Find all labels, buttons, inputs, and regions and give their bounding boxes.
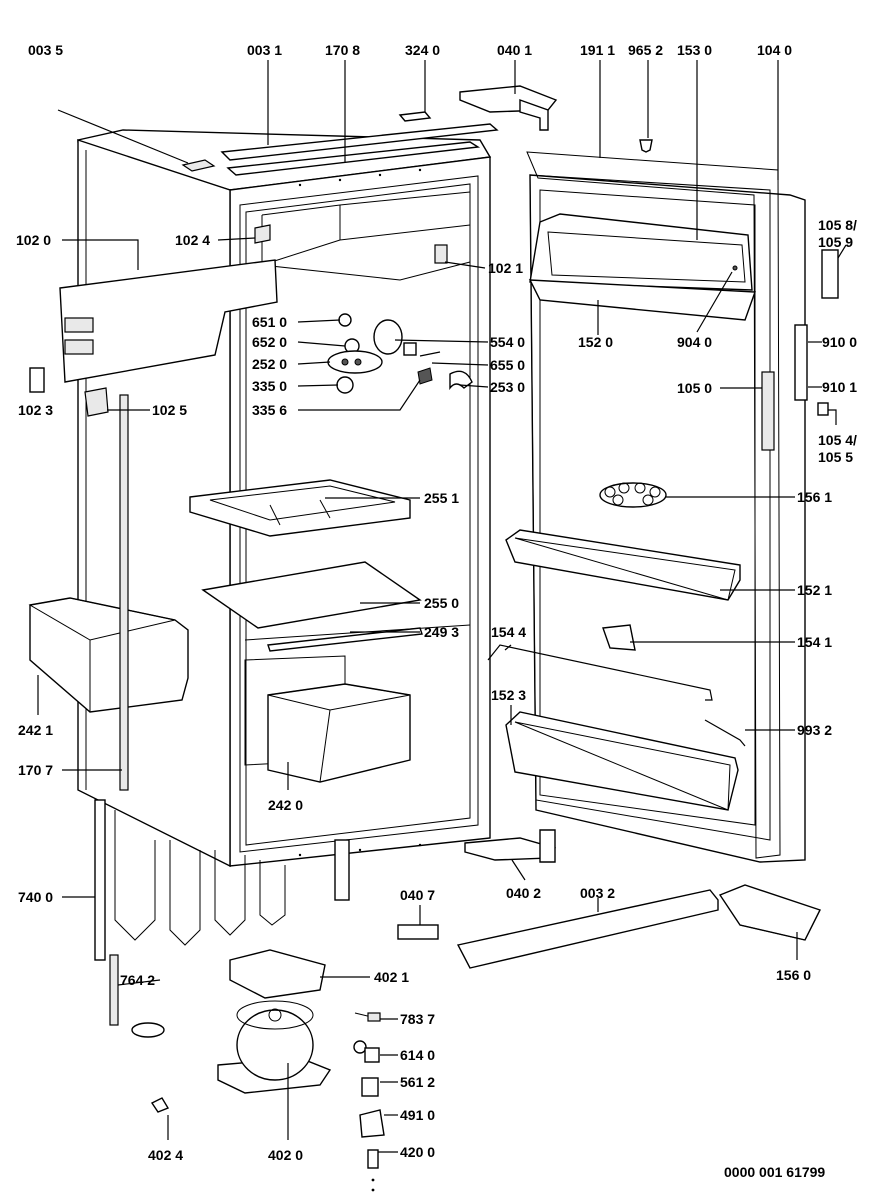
label-153-0: 153 0 xyxy=(677,42,712,58)
label-335-0: 335 0 xyxy=(252,378,287,394)
label-420-0: 420 0 xyxy=(400,1144,435,1160)
egg-tray xyxy=(599,482,667,508)
label-651-0: 651 0 xyxy=(252,314,287,330)
label-335-6: 335 6 xyxy=(252,402,287,418)
label-105-8: 105 8/ xyxy=(818,217,857,233)
glass-shelf-lower xyxy=(201,561,422,629)
document-number: 0000 001 61799 xyxy=(724,1164,825,1180)
label-102-3: 102 3 xyxy=(18,402,53,418)
label-614-0: 614 0 xyxy=(400,1047,435,1063)
label-652-0: 652 0 xyxy=(252,334,287,350)
condenser-coil xyxy=(94,799,350,961)
label-105-0: 105 0 xyxy=(677,380,712,396)
label-003-2: 003 2 xyxy=(580,885,615,901)
door-clip xyxy=(602,624,636,651)
label-102-4: 102 4 xyxy=(175,232,210,248)
compressor xyxy=(217,1000,332,1094)
label-104-0: 104 0 xyxy=(757,42,792,58)
label-242-1: 242 1 xyxy=(18,722,53,738)
label-170-8: 170 8 xyxy=(325,42,360,58)
freezer-box xyxy=(28,597,189,713)
leader-lines xyxy=(37,60,847,1153)
label-764-2: 764 2 xyxy=(120,972,155,988)
label-156-1: 156 1 xyxy=(797,489,832,505)
crisper-drawer xyxy=(267,683,411,783)
label-993-2: 993 2 xyxy=(797,722,832,738)
label-154-1: 154 1 xyxy=(797,634,832,650)
screw xyxy=(639,139,653,153)
label-402-1: 402 1 xyxy=(374,969,409,985)
small-clips xyxy=(29,224,448,417)
right-hinge-parts xyxy=(794,249,839,416)
label-249-3: 249 3 xyxy=(424,624,459,640)
tube xyxy=(119,394,129,791)
label-152-1: 152 1 xyxy=(797,582,832,598)
evaporator-cover xyxy=(59,259,278,383)
label-003-1: 003 1 xyxy=(247,42,282,58)
label-102-5: 102 5 xyxy=(152,402,187,418)
shelf-strip xyxy=(267,627,423,652)
door-bar xyxy=(761,371,775,451)
label-554-0: 554 0 xyxy=(490,334,525,350)
label-965-2: 965 2 xyxy=(628,42,663,58)
label-655-0: 655 0 xyxy=(490,357,525,373)
label-152-3: 152 3 xyxy=(491,687,526,703)
label-242-0: 242 0 xyxy=(268,797,303,813)
label-255-1: 255 1 xyxy=(424,490,459,506)
door-bin-upper xyxy=(505,529,741,601)
label-252-0: 252 0 xyxy=(252,356,287,372)
label-561-2: 561 2 xyxy=(400,1074,435,1090)
top-hinge xyxy=(459,85,558,131)
label-191-1: 191 1 xyxy=(580,42,615,58)
cover-plate xyxy=(397,924,439,940)
label-740-0: 740 0 xyxy=(18,889,53,905)
label-910-1: 910 1 xyxy=(822,379,857,395)
label-910-0: 910 0 xyxy=(822,334,857,350)
label-154-4: 154 4 xyxy=(491,624,526,640)
label-324-0: 324 0 xyxy=(405,42,440,58)
label-105-5: 105 5 xyxy=(818,449,853,465)
door xyxy=(526,151,806,863)
label-105-9: 105 9 xyxy=(818,234,853,250)
ice-tray xyxy=(718,884,821,941)
drip-tray xyxy=(229,949,326,999)
top-trims xyxy=(181,111,499,176)
label-152-0: 152 0 xyxy=(578,334,613,350)
bottle-rail xyxy=(487,644,713,701)
door-wire xyxy=(704,719,746,747)
part-labels: 003 5 003 1 170 8 324 0 040 1 191 1 965 … xyxy=(16,42,857,1180)
label-783-7: 783 7 xyxy=(400,1011,435,1027)
door-bin-lower xyxy=(505,711,739,811)
label-170-7: 170 7 xyxy=(18,762,53,778)
label-040-2: 040 2 xyxy=(506,885,541,901)
label-904-0: 904 0 xyxy=(677,334,712,350)
label-040-1: 040 1 xyxy=(497,42,532,58)
label-253-0: 253 0 xyxy=(490,379,525,395)
label-491-0: 491 0 xyxy=(400,1107,435,1123)
label-105-4: 105 4/ xyxy=(818,432,857,448)
label-102-0: 102 0 xyxy=(16,232,51,248)
bottom-hinge xyxy=(464,829,557,863)
label-402-4: 402 4 xyxy=(148,1147,183,1163)
electrical-parts xyxy=(109,954,385,1192)
label-040-7: 040 7 xyxy=(400,887,435,903)
glass-shelf-upper xyxy=(189,479,411,537)
label-402-0: 402 0 xyxy=(268,1147,303,1163)
label-156-0: 156 0 xyxy=(776,967,811,983)
label-003-5: 003 5 xyxy=(28,42,63,58)
label-255-0: 255 0 xyxy=(424,595,459,611)
label-102-1: 102 1 xyxy=(488,260,523,276)
bottom-trim xyxy=(456,889,719,969)
